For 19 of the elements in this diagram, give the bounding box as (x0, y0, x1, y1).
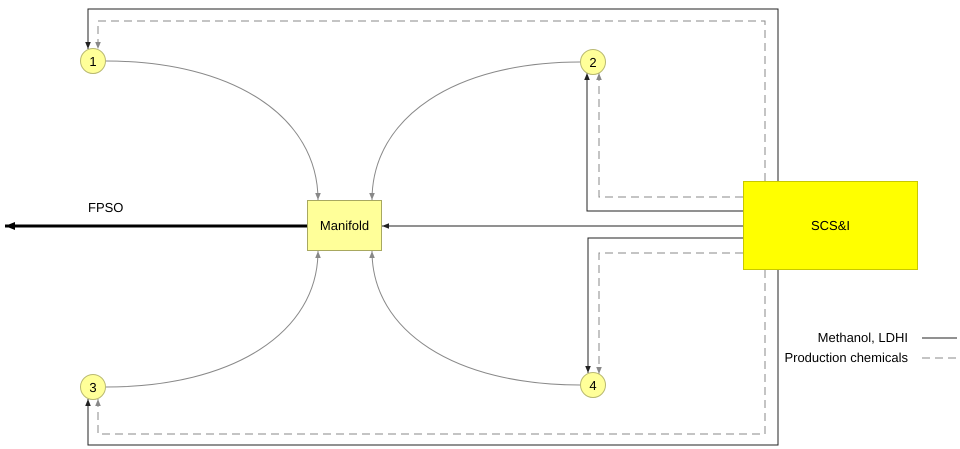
arrow (382, 223, 744, 229)
dashed-arrow (596, 252, 744, 374)
numbered-circle: 4 (580, 372, 606, 398)
numbered-circle: 3 (80, 374, 106, 400)
manifold-box: Manifold (307, 200, 382, 251)
arrow (585, 238, 744, 374)
arrow (370, 62, 580, 200)
arrow (370, 250, 580, 386)
edge-label: FPSO (88, 200, 124, 215)
process-box: SCS&I (743, 181, 918, 270)
numbered-circle: 2 (580, 49, 606, 75)
legend-text: Production chemicals (784, 350, 908, 365)
numbered-circle: 1 (80, 48, 106, 74)
arrow (106, 250, 320, 388)
legend-text: Methanol, LDHI (818, 330, 908, 345)
dashed-arrow (596, 72, 744, 198)
thick-arrow (5, 222, 307, 230)
arrow (106, 60, 320, 200)
arrow (584, 72, 744, 212)
